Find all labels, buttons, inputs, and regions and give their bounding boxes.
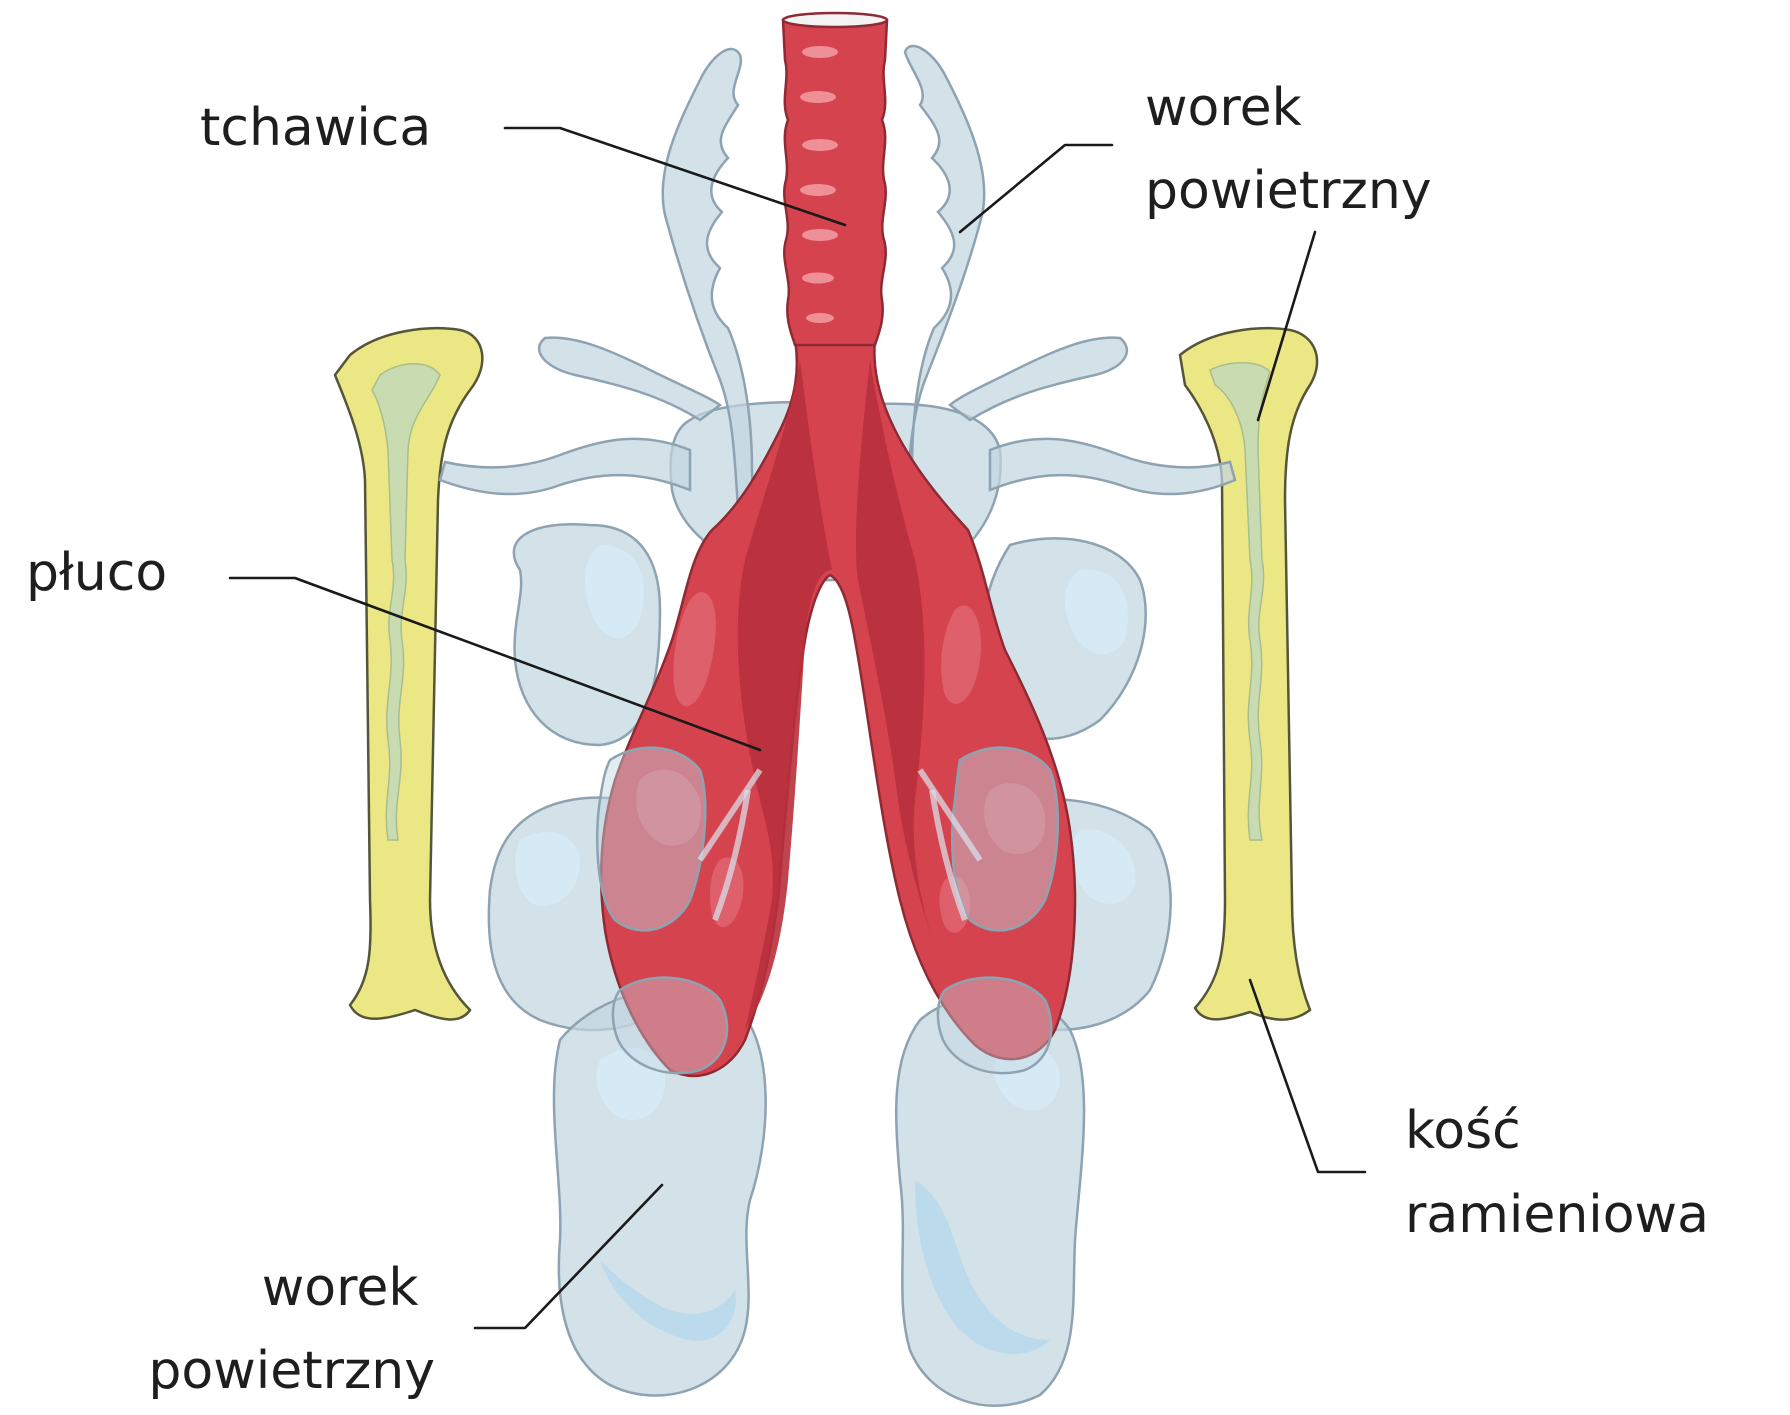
label-air-sac-bottom-line2: powietrzny (148, 1341, 435, 1401)
humerus-left (335, 328, 482, 1019)
label-lung: płuco (26, 543, 167, 603)
label-air-sac-top-line1: worek (1145, 78, 1302, 138)
label-air-sac-bottom: worek powietrzny (148, 1258, 435, 1401)
humerus-right (1180, 328, 1317, 1019)
label-humerus: kość ramieniowa (1405, 1101, 1709, 1245)
air-sacs-front (597, 748, 1058, 1073)
label-trachea: tchawica (200, 98, 431, 158)
label-humerus-line1: kość (1405, 1101, 1521, 1161)
label-air-sac-bottom-line1: worek (262, 1258, 419, 1318)
label-air-sac-top-line2: powietrzny (1145, 161, 1432, 221)
label-air-sac-top: worek powietrzny (1145, 78, 1432, 221)
label-humerus-line2: ramieniowa (1405, 1185, 1709, 1245)
